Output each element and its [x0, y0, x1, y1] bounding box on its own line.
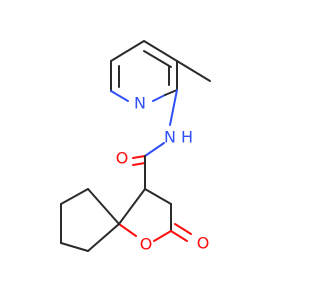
- bond-cyclohexane-1: [87, 223, 120, 252]
- bond-c4-c3: [144, 188, 172, 205]
- bond-amide-n-carbonyl: [144, 142, 165, 157]
- bond-cyclohexane-5: [87, 188, 120, 225]
- bond-c2-ring-o: [153, 230, 172, 242]
- bond-pyridine-c6-n: [110, 90, 129, 102]
- pyridine-n-label: N: [134, 94, 146, 113]
- bond-pyridine-n-c2: [152, 94, 166, 102]
- bond-carbonyl-double-2: [132, 162, 146, 166]
- bond-spiro-c4: [118, 188, 146, 225]
- bond-c2-amide-n: [169, 89, 178, 126]
- amide-n-label: N: [164, 128, 176, 147]
- bond-ring-o-spiro: [118, 223, 137, 237]
- bond-carbonyl-double-1: [132, 155, 146, 159]
- molecule-structure: N N H O O O: [60, 40, 211, 254]
- bond-pyridine-c3-c4: [143, 40, 178, 62]
- amide-h-label: H: [181, 128, 193, 147]
- lactone-o-label: O: [197, 234, 210, 253]
- bond-lactone-double-2: [174, 223, 192, 235]
- bond-pyridine-c2-c3-link: [164, 89, 178, 96]
- bond-methyl: [176, 60, 211, 82]
- bond-cyclohexane-4: [60, 188, 89, 205]
- bond-lactone-double-1: [170, 230, 188, 242]
- bond-cyclohexane-2: [60, 242, 89, 252]
- atom-labels: N N H O O O: [116, 94, 210, 254]
- bond-pyridine-c3-c4-inner: [143, 50, 172, 68]
- ring-o-label: O: [140, 235, 153, 254]
- bond-pyridine-c4-c5: [110, 40, 145, 62]
- amide-o-label: O: [116, 149, 129, 168]
- bonds: [60, 40, 211, 252]
